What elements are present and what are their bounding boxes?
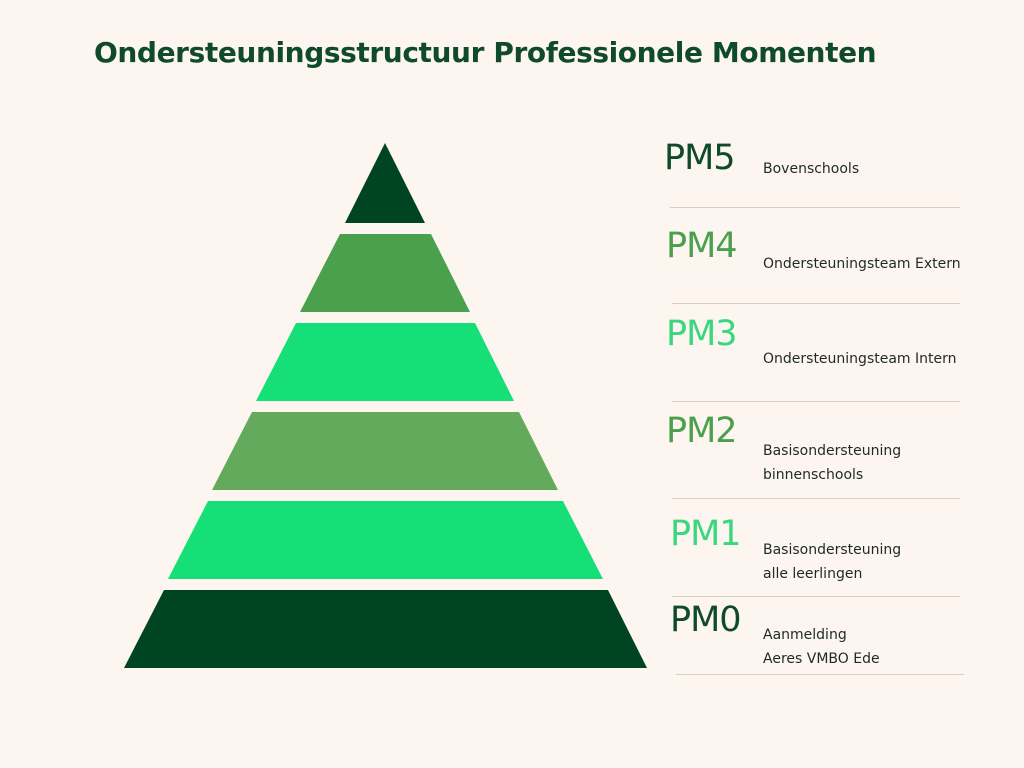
level-code: PM0 (670, 600, 742, 640)
level-code: PM4 (666, 226, 738, 266)
level-description: Bovenschools (763, 157, 859, 181)
pyramid-tier-pm1 (168, 501, 603, 579)
divider (672, 401, 960, 402)
level-description-line: Aanmelding (763, 627, 847, 643)
level-description-line: binnenschools (763, 467, 864, 483)
page-title: Ondersteuningsstructuur Professionele Mo… (94, 36, 877, 69)
level-description-line: Bovenschools (763, 161, 860, 177)
level-code: PM1 (670, 514, 742, 554)
divider (672, 596, 960, 597)
divider (672, 498, 960, 499)
pyramid-tier-pm0 (124, 590, 647, 668)
divider (672, 303, 960, 304)
level-code: PM2 (666, 411, 738, 451)
level-description-line: Aeres VMBO Ede (763, 651, 880, 667)
pyramid-tier-pm3 (256, 323, 514, 401)
level-description: Basisondersteuning alle leerlingen (763, 538, 901, 586)
divider (676, 674, 964, 675)
pyramid-tier-pm2 (212, 412, 558, 490)
level-description: Ondersteuningsteam Extern (763, 252, 961, 276)
pyramid-diagram (124, 143, 647, 668)
level-description-line: Basisondersteuning (763, 443, 902, 459)
pyramid-tier-pm4 (300, 234, 470, 312)
level-code: PM3 (666, 314, 738, 354)
level-description-line: alle leerlingen (763, 566, 863, 582)
level-description: Basisondersteuning binnenschools (763, 439, 901, 487)
level-code: PM5 (664, 138, 736, 178)
level-description-line: Basisondersteuning (763, 542, 902, 558)
level-description-line: Ondersteuningsteam Extern (763, 256, 961, 272)
divider (670, 207, 960, 208)
level-description: Ondersteuningsteam Intern (763, 347, 957, 371)
level-description-line: Ondersteuningsteam Intern (763, 351, 957, 367)
level-description: Aanmelding Aeres VMBO Ede (763, 623, 880, 671)
pyramid-tier-pm5 (345, 143, 425, 223)
